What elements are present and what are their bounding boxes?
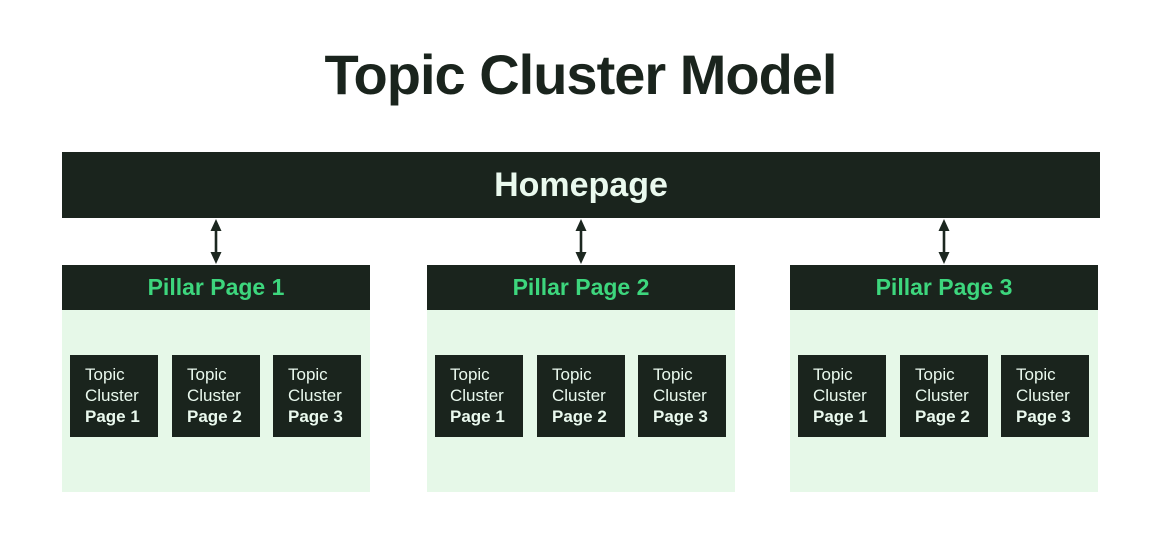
- topic-box-page-label: Page 2: [552, 407, 607, 426]
- pillar-3-panel: Topic Cluster Page 1 Topic Cluster Page …: [790, 310, 1098, 492]
- topic-box-page-label: Page 3: [288, 407, 343, 426]
- topic-box-page-label: Page 1: [813, 407, 868, 426]
- topic-box-line: Topic: [288, 365, 328, 384]
- topic-box-line: Topic: [552, 365, 592, 384]
- topic-cluster-box-1-1: Topic Cluster Page 1: [70, 355, 158, 437]
- topic-cluster-box-2-3: Topic Cluster Page 3: [638, 355, 726, 437]
- pillar-section-3: Pillar Page 3 Topic Cluster Page 1 Topic…: [790, 265, 1098, 492]
- pillar-2-header: Pillar Page 2: [427, 265, 735, 310]
- topic-cluster-box-1-2: Topic Cluster Page 2: [172, 355, 260, 437]
- topic-box-line: Cluster: [288, 386, 342, 405]
- topic-box-line: Topic: [450, 365, 490, 384]
- topic-box-line: Topic: [915, 365, 955, 384]
- topic-box-line: Cluster: [552, 386, 606, 405]
- topic-box-page-label: Page 1: [450, 407, 505, 426]
- topic-box-line: Topic: [1016, 365, 1056, 384]
- topic-cluster-box-3-1: Topic Cluster Page 1: [798, 355, 886, 437]
- pillar-section-2: Pillar Page 2 Topic Cluster Page 1 Topic…: [427, 265, 735, 492]
- topic-box-line: Cluster: [1016, 386, 1070, 405]
- topic-box-line: Cluster: [187, 386, 241, 405]
- pillar-3-header: Pillar Page 3: [790, 265, 1098, 310]
- homepage-node: Homepage: [62, 152, 1100, 218]
- pillar-3-title: Pillar Page 3: [875, 274, 1013, 300]
- topic-box-line: Topic: [85, 365, 125, 384]
- pillar-1-panel: Topic Cluster Page 1 Topic Cluster Page …: [62, 310, 370, 492]
- topic-box-line: Cluster: [450, 386, 504, 405]
- pillar-1-header: Pillar Page 1: [62, 265, 370, 310]
- topic-cluster-box-1-3: Topic Cluster Page 3: [273, 355, 361, 437]
- topic-box-line: Cluster: [813, 386, 867, 405]
- pillar-2-title: Pillar Page 2: [512, 274, 650, 300]
- topic-box-line: Topic: [813, 365, 853, 384]
- homepage-label: Homepage: [494, 165, 668, 204]
- topic-cluster-box-3-2: Topic Cluster Page 2: [900, 355, 988, 437]
- diagram-title: Topic Cluster Model: [324, 43, 838, 106]
- topic-box-page-label: Page 2: [187, 407, 242, 426]
- topic-cluster-box-2-1: Topic Cluster Page 1: [435, 355, 523, 437]
- topic-box-page-label: Page 2: [915, 407, 970, 426]
- topic-box-line: Topic: [653, 365, 693, 384]
- topic-box-line: Cluster: [653, 386, 707, 405]
- topic-box-line: Cluster: [85, 386, 139, 405]
- topic-cluster-box-3-3: Topic Cluster Page 3: [1001, 355, 1089, 437]
- topic-cluster-box-2-2: Topic Cluster Page 2: [537, 355, 625, 437]
- pillar-section-1: Pillar Page 1 Topic Cluster Page 1 Topic…: [62, 265, 370, 492]
- topic-box-line: Cluster: [915, 386, 969, 405]
- topic-box-page-label: Page 1: [85, 407, 140, 426]
- topic-box-page-label: Page 3: [653, 407, 708, 426]
- topic-box-line: Topic: [187, 365, 227, 384]
- pillar-1-title: Pillar Page 1: [147, 274, 285, 300]
- pillar-2-panel: Topic Cluster Page 1 Topic Cluster Page …: [427, 310, 735, 492]
- topic-box-page-label: Page 3: [1016, 407, 1071, 426]
